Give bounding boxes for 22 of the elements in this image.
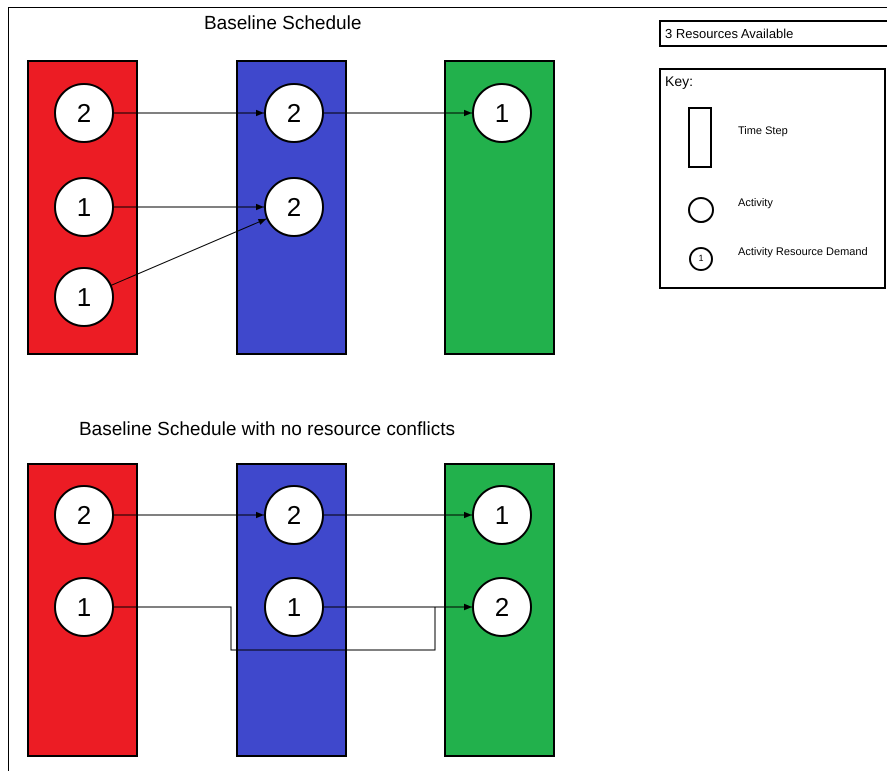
- section-heading: Baseline Schedule with no resource conflicts: [79, 420, 455, 439]
- arrow: [114, 512, 264, 518]
- arrow: [111, 218, 267, 286]
- arrow: [114, 110, 264, 116]
- arrow: [324, 604, 472, 610]
- time-step-column: [444, 60, 555, 355]
- legend-label: Time Step: [738, 126, 788, 137]
- legend-label: Activity: [738, 198, 773, 209]
- time-step-column: [236, 463, 347, 757]
- time-step-column: [444, 463, 555, 757]
- resource-demand-sample: 1: [689, 247, 713, 271]
- legend-label: Activity Resource Demand: [738, 247, 868, 258]
- arrow: [324, 512, 472, 518]
- time-step-column: [27, 60, 138, 355]
- arrow: [324, 110, 472, 116]
- diagram-title: Baseline Schedule: [204, 14, 362, 33]
- time-step-column: [236, 60, 347, 355]
- resource-box: 3 Resources Available: [659, 20, 887, 47]
- key-heading: Key:: [665, 74, 694, 88]
- arrow: [114, 204, 264, 210]
- time-step-column: [27, 463, 138, 757]
- key-panel: [659, 68, 886, 289]
